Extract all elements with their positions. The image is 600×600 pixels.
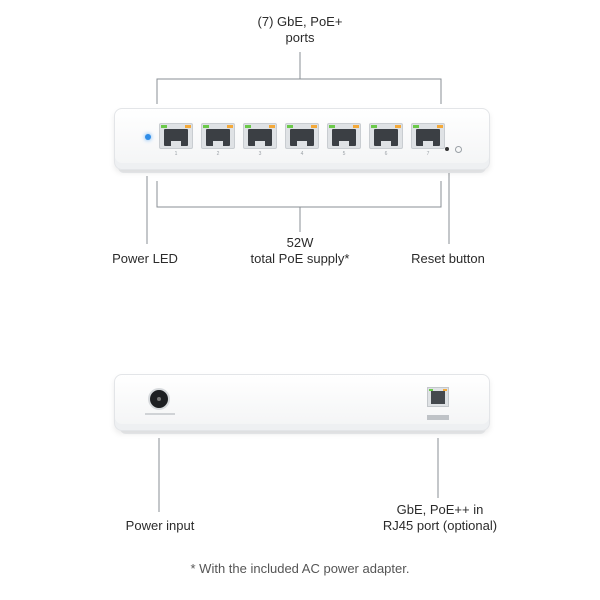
poe-leader	[156, 181, 442, 232]
reset-icon[interactable]	[445, 147, 449, 151]
uplink-port[interactable]	[427, 387, 449, 407]
reset-button-label: Reset button	[411, 251, 485, 266]
port-6[interactable]	[369, 123, 403, 149]
port-1[interactable]	[159, 123, 193, 149]
front-panel-device: 1 2 3 4 5 6 7	[114, 108, 490, 170]
power-jack-icon[interactable]	[148, 388, 170, 410]
port-3[interactable]	[243, 123, 277, 149]
back-panel-device	[114, 374, 490, 431]
power-jack-marking	[145, 413, 175, 415]
port-7[interactable]	[411, 123, 445, 149]
uplink-port-tag	[427, 415, 449, 420]
port-number: 6	[384, 151, 388, 157]
port-number: 2	[216, 151, 220, 157]
port-number: 5	[342, 151, 346, 157]
ports-label: (7) GbE, PoE+ ports	[257, 14, 343, 45]
ports-leader	[156, 52, 442, 104]
port-2[interactable]	[201, 123, 235, 149]
poe-supply-label: 52W total PoE supply*	[250, 235, 350, 266]
port-4[interactable]	[285, 123, 319, 149]
port-number: 3	[258, 151, 262, 157]
port-number: 4	[300, 151, 304, 157]
port-number: 7	[426, 151, 430, 157]
footnote: * With the included AC power adapter.	[190, 561, 410, 576]
power-input-label: Power input	[125, 518, 195, 533]
port-5[interactable]	[327, 123, 361, 149]
power-led-indicator	[145, 134, 151, 140]
uplink-port-label: GbE, PoE++ in RJ45 port (optional)	[382, 502, 498, 533]
port-number: 1	[174, 151, 178, 157]
power-led-label: Power LED	[112, 251, 178, 266]
reset-ring-icon	[455, 146, 462, 153]
